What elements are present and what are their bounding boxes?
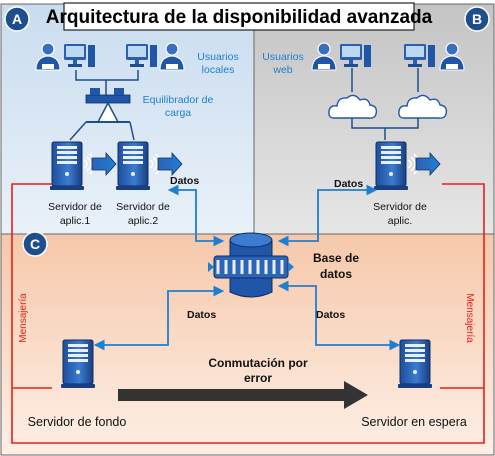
app-server-1-label-1: Servidor de <box>48 201 102 213</box>
messaging-right-label: Mensajería <box>464 293 475 343</box>
zone-c-badge-text: C <box>30 236 40 252</box>
app-server-web-label-1: Servidor de <box>373 201 427 213</box>
app-server-2-label-1: Servidor de <box>116 201 170 213</box>
zone-b-data-label: Datos <box>334 178 363 190</box>
web-users-label-2: web <box>272 64 292 76</box>
zone-a-data-label: Datos <box>170 175 199 187</box>
failover-label-1: Conmutación por <box>208 356 308 370</box>
app-server-web-label-2: aplic. <box>388 215 413 227</box>
database-label-2: datos <box>320 267 352 281</box>
zone-c-badge: C <box>22 231 48 257</box>
standby-server-icon <box>397 339 433 389</box>
local-users-label-2: locales <box>202 64 235 76</box>
backend-server-icon <box>60 339 96 389</box>
standby-server-label: Servidor en espera <box>361 415 467 429</box>
left-data-label: Datos <box>187 309 216 321</box>
zone-a-background <box>0 3 255 235</box>
load-balancer-label-2: carga <box>165 107 191 119</box>
zone-b-badge: B <box>464 6 490 32</box>
data-arrow-db-standby <box>277 280 401 351</box>
app-server-1-icon <box>49 141 85 191</box>
app-server-2-label-2: aplic.2 <box>128 215 159 227</box>
lb-connection-lines <box>75 70 139 95</box>
zone-b-badge-text: B <box>472 11 482 27</box>
app-server-2-icon <box>115 141 151 191</box>
messaging-left-label: Mensajería <box>18 293 29 343</box>
lb-to-servers-lines <box>69 121 135 141</box>
app-server-web-icon <box>373 141 409 191</box>
cloud-to-server-lines <box>351 118 419 140</box>
right-data-label: Datos <box>316 309 345 321</box>
database-label-1: Base de <box>313 251 359 265</box>
database-icon <box>208 232 294 298</box>
data-arrow-webserver-db <box>277 184 378 247</box>
failover-label-2: error <box>244 371 272 385</box>
failover-arrow <box>118 381 368 409</box>
web-users-label-1: Usuarios <box>262 51 303 63</box>
zone-b-background <box>253 3 495 235</box>
messaging-loop <box>11 183 485 444</box>
zone-a-badge-text: A <box>12 11 22 27</box>
data-arrow-db-backend <box>93 285 225 351</box>
app-server-1-label-2: aplic.1 <box>60 215 91 227</box>
local-users-label-1: Usuarios <box>197 51 238 63</box>
backend-server-label: Servidor de fondo <box>28 415 127 429</box>
load-balancer-label-1: Equilibrador de <box>143 94 214 106</box>
diagram-title: Arquitectura de la disponibilidad avanza… <box>46 7 433 28</box>
load-balancer-icon <box>85 88 131 123</box>
zone-a-badge: A <box>4 6 30 32</box>
title-box <box>63 2 415 31</box>
data-arrow-server2-db <box>167 184 225 247</box>
